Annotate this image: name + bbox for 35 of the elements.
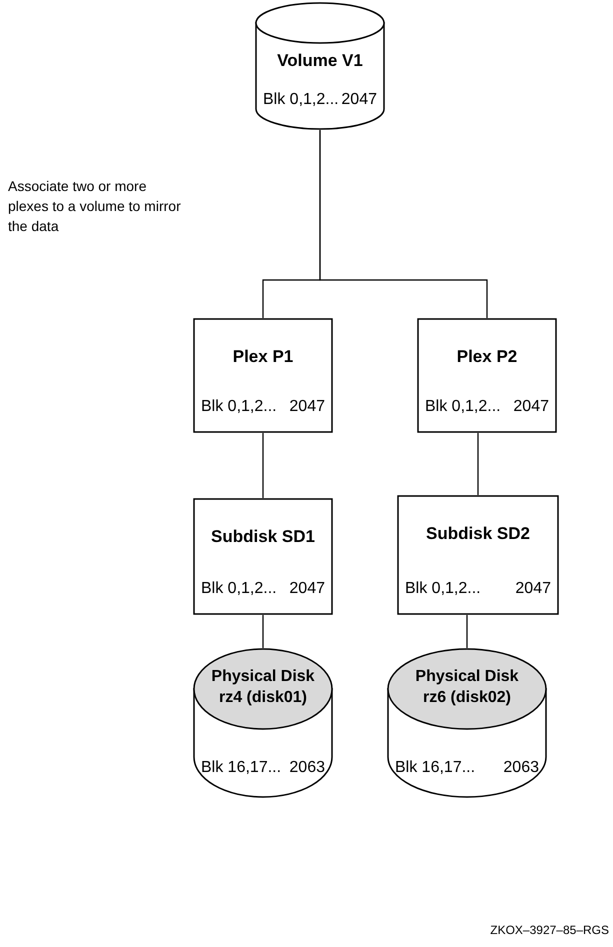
block-range: Blk 0,1,2...	[425, 397, 501, 417]
block-range: Blk 16,17...	[201, 758, 282, 778]
block-range: Blk 0,1,2...	[405, 579, 481, 599]
node-title: Subdisk SD1	[210, 526, 316, 547]
block-range: Blk 0,1,2...	[201, 579, 277, 599]
node-title: Physical Disk rz6 (disk02)	[414, 667, 520, 708]
block-end: 2063	[503, 758, 539, 778]
block-range: Blk 0,1,2...	[201, 397, 277, 417]
connector-line	[466, 615, 468, 648]
storage-cylinder	[193, 648, 333, 798]
process-box	[417, 318, 557, 433]
connector-line	[262, 615, 264, 648]
block-range: Blk 0,1,2...	[263, 90, 339, 110]
connector-line	[262, 433, 264, 498]
connector-line	[477, 433, 479, 495]
block-end: 2047	[513, 397, 549, 417]
block-end: 2047	[341, 90, 377, 110]
connector-line	[319, 130, 488, 318]
process-box	[397, 495, 559, 615]
node-title: Volume V1	[276, 50, 364, 71]
annotation-note: Associate two or more plexes to a volume to mirror the data	[8, 177, 182, 236]
node-title: Plex P2	[456, 346, 518, 367]
storage-cylinder	[387, 648, 547, 798]
node-title: Plex P1	[232, 346, 294, 367]
node-title: Subdisk SD2	[425, 523, 531, 544]
block-range: Blk 16,17...	[395, 758, 476, 778]
block-end: 2047	[515, 579, 551, 599]
node-title: Physical Disk rz4 (disk01)	[210, 667, 316, 708]
block-end: 2047	[289, 397, 325, 417]
block-end: 2047	[289, 579, 325, 599]
block-end: 2063	[289, 758, 325, 778]
storage-cylinder	[255, 2, 385, 130]
process-box	[193, 318, 333, 433]
figure-id: ZKOX–3927–85–RGS	[490, 922, 609, 939]
process-box	[193, 498, 333, 615]
